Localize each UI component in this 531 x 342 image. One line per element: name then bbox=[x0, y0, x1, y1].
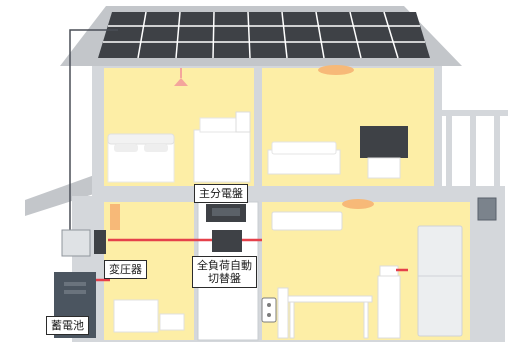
battery-text: 蓄電池 bbox=[51, 319, 84, 332]
ceiling-light-lower bbox=[342, 199, 374, 209]
electric-meter bbox=[477, 197, 497, 221]
bed bbox=[107, 133, 175, 183]
tv bbox=[360, 126, 408, 179]
transformer-text: 変圧器 bbox=[109, 263, 142, 276]
air-conditioner bbox=[271, 211, 343, 231]
auto-switch-text-line2: 切替盤 bbox=[208, 272, 241, 285]
auto-switch-text-line1: 全負荷自動 bbox=[197, 259, 252, 272]
auto-transfer-switch-box bbox=[212, 230, 242, 252]
auto-switch-label: 全負荷自動 切替盤 bbox=[192, 256, 257, 288]
transformer-label: 変圧器 bbox=[104, 260, 147, 279]
balcony-railing bbox=[440, 110, 508, 186]
refrigerator bbox=[417, 225, 463, 337]
battery-label: 蓄電池 bbox=[46, 316, 89, 335]
main-panel-text: 主分電盤 bbox=[199, 187, 243, 200]
sofa bbox=[267, 141, 341, 175]
desk bbox=[193, 111, 251, 183]
floor-divider bbox=[92, 186, 442, 200]
transformer-unit bbox=[94, 230, 106, 254]
solar-panel-array bbox=[98, 11, 430, 59]
dining-set bbox=[277, 287, 373, 339]
main-distribution-panel bbox=[206, 204, 246, 222]
lower-bed bbox=[113, 299, 185, 333]
left-eave-roof bbox=[25, 173, 100, 216]
transformer-box bbox=[61, 229, 91, 257]
solar-wire bbox=[69, 29, 118, 230]
wall-socket bbox=[261, 297, 277, 323]
pendant-lamp bbox=[174, 68, 188, 86]
wall-outlet-orange bbox=[110, 204, 120, 230]
ceiling-light-upper bbox=[318, 65, 354, 75]
kitchen-counter bbox=[377, 265, 401, 339]
main-panel-label: 主分電盤 bbox=[194, 184, 248, 203]
